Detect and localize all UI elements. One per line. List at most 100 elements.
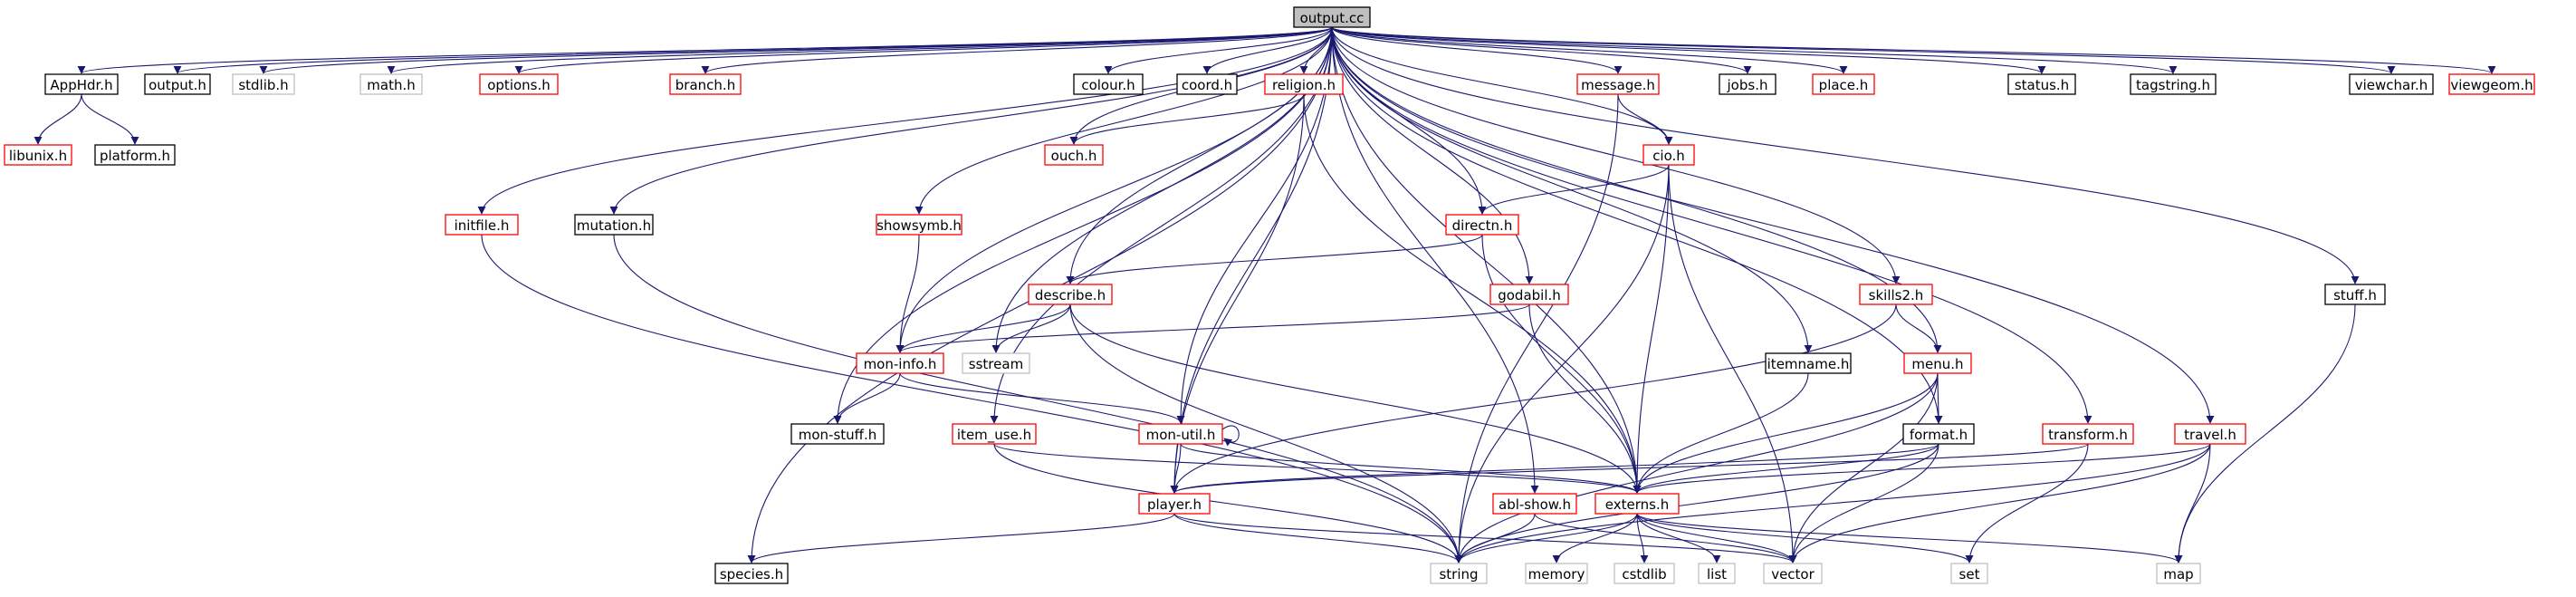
node-skills2-h[interactable]: skills2.h — [1859, 284, 1933, 305]
node-output-h[interactable]: output.h — [144, 73, 211, 95]
edge-item-use-h-to-externs-h — [993, 443, 1642, 494]
node-label-colour-h: colour.h — [1081, 77, 1135, 93]
node-place-h[interactable]: place.h — [1812, 73, 1875, 95]
node-box-AppHdr-h — [44, 73, 119, 95]
node-viewchar-h[interactable]: viewchar.h — [2349, 73, 2434, 95]
edge-output-cc-to-player-h — [1170, 26, 1333, 494]
node-box-libunix-h — [4, 144, 72, 166]
node-initfile-h[interactable]: initfile.h — [445, 214, 519, 236]
edge-cio-h-to-vector — [1668, 164, 1797, 563]
node-menu-h[interactable]: menu.h — [1903, 352, 1972, 374]
node-box-viewgeom-h — [2448, 73, 2535, 95]
node-platform-h[interactable]: platform.h — [94, 144, 176, 166]
edge-showsymb-h-to-mon-info-h — [895, 234, 920, 353]
node-externs-h[interactable]: externs.h — [1594, 493, 1680, 515]
node-cio-h[interactable]: cio.h — [1642, 144, 1695, 166]
edge-output-cc-to-status-h — [1331, 26, 2046, 74]
node-box-set — [1950, 563, 1988, 584]
node-label-godabil-h: godabil.h — [1498, 287, 1561, 303]
node-cstdlib: cstdlib — [1614, 563, 1675, 584]
edge-player-h-to-species-h — [747, 513, 1175, 563]
node-box-transform-h — [2042, 423, 2134, 445]
node-box-directn-h — [1445, 214, 1519, 236]
edge-format-h-to-vector — [1788, 443, 1939, 563]
node-options-h[interactable]: options.h — [479, 73, 559, 95]
node-travel-h[interactable]: travel.h — [2174, 423, 2246, 445]
node-set: set — [1950, 563, 1988, 584]
edge-skills2-h-to-player-h — [1170, 303, 1897, 494]
node-box-mon-stuff-h — [790, 423, 885, 445]
node-box-mon-info-h — [856, 352, 944, 374]
edge-output-cc-to-skills2-h — [1331, 26, 1901, 284]
node-ouch-h[interactable]: ouch.h — [1044, 144, 1104, 166]
edge-output-cc-to-stdlib-h — [259, 26, 1333, 74]
node-abl-show-h[interactable]: abl-show.h — [1492, 493, 1577, 515]
node-directn-h[interactable]: directn.h — [1445, 214, 1519, 236]
node-box-godabil-h — [1489, 284, 1569, 305]
edge-output-cc-to-viewchar-h — [1331, 26, 2396, 74]
node-label-mon-stuff-h: mon-stuff.h — [799, 427, 877, 443]
node-branch-h[interactable]: branch.h — [669, 73, 742, 95]
edge-output-cc-to-initfile-h — [477, 26, 1333, 215]
node-libunix-h[interactable]: libunix.h — [4, 144, 72, 166]
node-label-initfile-h: initfile.h — [455, 217, 510, 234]
node-mon-info-h[interactable]: mon-info.h — [856, 352, 944, 374]
node-format-h[interactable]: format.h — [1902, 423, 1975, 445]
edge-output-cc-to-options-h — [514, 26, 1333, 74]
node-output-cc[interactable]: output.cc — [1293, 6, 1371, 28]
node-label-vector: vector — [1771, 566, 1815, 583]
node-box-item-use-h — [952, 423, 1037, 445]
edge-directn-h-to-describe-h — [1066, 234, 1483, 284]
node-mon-util-h[interactable]: mon-util.h — [1138, 423, 1223, 445]
include-edges — [34, 26, 2496, 563]
node-label-species-h: species.h — [720, 566, 783, 583]
node-box-colour-h — [1073, 73, 1144, 95]
edge-skills2-h-to-menu-h — [1895, 303, 1942, 353]
node-transform-h[interactable]: transform.h — [2042, 423, 2134, 445]
node-box-itemname-h — [1765, 352, 1852, 374]
node-showsymb-h[interactable]: showsymb.h — [876, 214, 962, 236]
node-message-h[interactable]: message.h — [1576, 73, 1660, 95]
node-box-mon-util-h — [1138, 423, 1223, 445]
node-label-options-h: options.h — [487, 77, 551, 93]
edge-output-cc-to-transform-h — [1331, 26, 2092, 424]
node-item-use-h[interactable]: item_use.h — [952, 423, 1037, 445]
node-status-h[interactable]: status.h — [2007, 73, 2076, 95]
node-religion-h[interactable]: religion.h — [1264, 73, 1344, 95]
edge-mon-info-h-to-mon-stuff-h — [833, 372, 901, 424]
node-jobs-h[interactable]: jobs.h — [1719, 73, 1776, 95]
edge-travel-h-to-vector — [1788, 443, 2211, 563]
edge-externs-h-to-set — [1636, 513, 1974, 563]
node-itemname-h[interactable]: itemname.h — [1765, 352, 1852, 374]
edge-output-cc-to-viewgeom-h — [1331, 26, 2496, 74]
node-AppHdr-h[interactable]: AppHdr.h — [44, 73, 119, 95]
node-species-h[interactable]: species.h — [714, 563, 789, 584]
node-label-describe-h: describe.h — [1035, 287, 1106, 303]
node-tagstring-h[interactable]: tagstring.h — [2130, 73, 2217, 95]
node-mon-stuff-h[interactable]: mon-stuff.h — [790, 423, 885, 445]
node-label-externs-h: externs.h — [1605, 496, 1669, 513]
node-box-cstdlib — [1614, 563, 1675, 584]
edge-describe-h-to-sstream — [991, 303, 1071, 353]
node-mutation-h[interactable]: mutation.h — [574, 214, 654, 236]
edge-output-cc-to-tagstring-h — [1331, 26, 2178, 74]
edge-religion-h-to-ouch-h — [1069, 93, 1305, 145]
node-colour-h[interactable]: colour.h — [1073, 73, 1144, 95]
node-stuff-h[interactable]: stuff.h — [2324, 284, 2386, 305]
node-label-math-h: math.h — [367, 77, 415, 93]
node-coord-h[interactable]: coord.h — [1176, 73, 1238, 95]
node-describe-h[interactable]: describe.h — [1028, 284, 1113, 305]
edge-externs-h-to-vector — [1636, 513, 1797, 563]
node-label-skills2-h: skills2.h — [1869, 287, 1924, 303]
edge-output-cc-to-message-h — [1331, 26, 1623, 74]
node-godabil-h[interactable]: godabil.h — [1489, 284, 1569, 305]
node-sstream: sstream — [962, 352, 1030, 374]
node-label-mutation-h: mutation.h — [577, 217, 651, 234]
node-box-map — [2156, 563, 2201, 584]
node-player-h[interactable]: player.h — [1138, 493, 1211, 515]
node-label-mon-util-h: mon-util.h — [1146, 427, 1216, 443]
edge-output-cc-to-cio-h — [1331, 26, 1673, 145]
node-viewgeom-h[interactable]: viewgeom.h — [2448, 73, 2535, 95]
edge-output-cc-to-showsymb-h — [915, 26, 1333, 215]
